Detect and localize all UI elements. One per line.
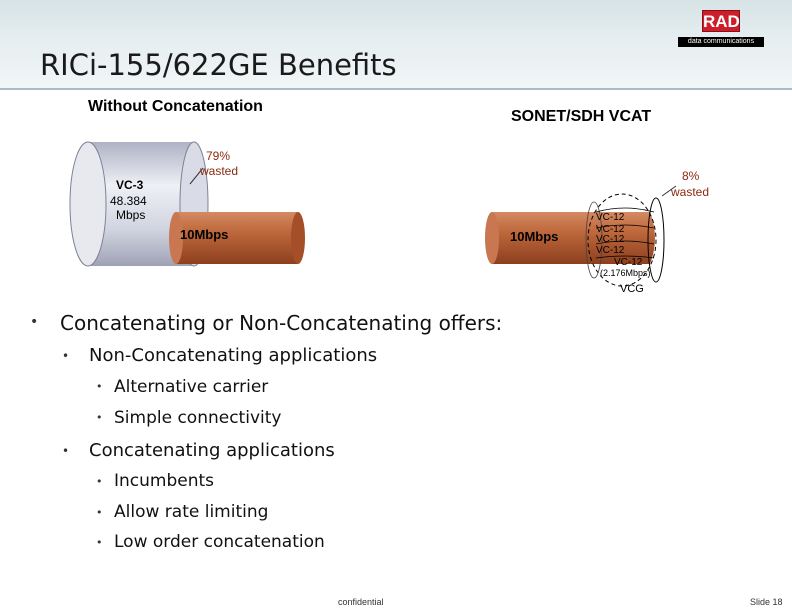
rad-logo-subtitle: data communications xyxy=(678,37,764,47)
left-wasted-percent: 79% xyxy=(206,149,231,163)
right-wasted-percent: 8% xyxy=(682,169,700,183)
right-wasted-word: wasted xyxy=(671,185,710,199)
bullet-marker: • xyxy=(96,475,103,488)
rad-logo: RAD data communications xyxy=(676,10,766,50)
bullet-marker: • xyxy=(96,380,103,393)
vc3-rate: 48.384 xyxy=(110,194,147,208)
list-item: Low order concatenation xyxy=(114,532,325,552)
slide-title: RICi-155/622GE Benefits xyxy=(40,48,397,82)
list-item: Allow rate limiting xyxy=(114,502,269,522)
vc3-label: VC-3 xyxy=(116,178,144,192)
footer-confidential: confidential xyxy=(338,597,384,607)
bullet-marker: • xyxy=(96,506,103,519)
vcg-container xyxy=(585,193,665,287)
left-10mbps-flow xyxy=(169,212,305,264)
without-concatenation-label: Without Concatenation xyxy=(88,98,263,115)
vc3-pipe xyxy=(69,141,209,267)
right-flow-rate: 10Mbps xyxy=(510,229,559,244)
vc12-label: VC-12 xyxy=(596,224,625,235)
slide-number: Slide 18 xyxy=(750,597,783,607)
vc12-rate: (2.176Mbps) xyxy=(600,268,651,278)
vc12-label: VC-12 xyxy=(614,257,643,268)
vc12-label: VC-12 xyxy=(596,245,625,256)
left-wasted-word: wasted xyxy=(200,164,239,178)
header-band xyxy=(0,0,792,90)
group-heading: Non-Concatenating applications xyxy=(89,345,378,366)
right-10mbps-flow xyxy=(485,212,655,264)
left-wasted-pointer xyxy=(189,167,204,185)
vc3-unit: Mbps xyxy=(116,208,146,222)
vcat-label: SONET/SDH VCAT xyxy=(511,108,652,125)
bullet-marker: • xyxy=(62,444,70,458)
vc12-label: VC-12 xyxy=(596,234,625,245)
list-item: Alternative carrier xyxy=(114,377,269,397)
group-heading: Concatenating applications xyxy=(89,440,335,461)
vcg-label: VCG xyxy=(620,283,644,295)
bullet-marker: • xyxy=(62,349,70,363)
header-divider xyxy=(0,88,792,90)
list-item: Incumbents xyxy=(114,471,215,491)
vc12-label: VC-12 xyxy=(596,212,625,223)
rad-logo-mark: RAD xyxy=(702,10,740,32)
left-flow-rate: 10Mbps xyxy=(180,227,229,242)
main-bullet: Concatenating or Non-Concatenating offer… xyxy=(60,311,503,335)
bullet-marker: • xyxy=(30,314,39,330)
list-item: Simple connectivity xyxy=(114,408,282,428)
right-wasted-pointer xyxy=(661,185,677,197)
bullet-marker: • xyxy=(96,411,103,424)
bullet-marker: • xyxy=(96,536,103,549)
